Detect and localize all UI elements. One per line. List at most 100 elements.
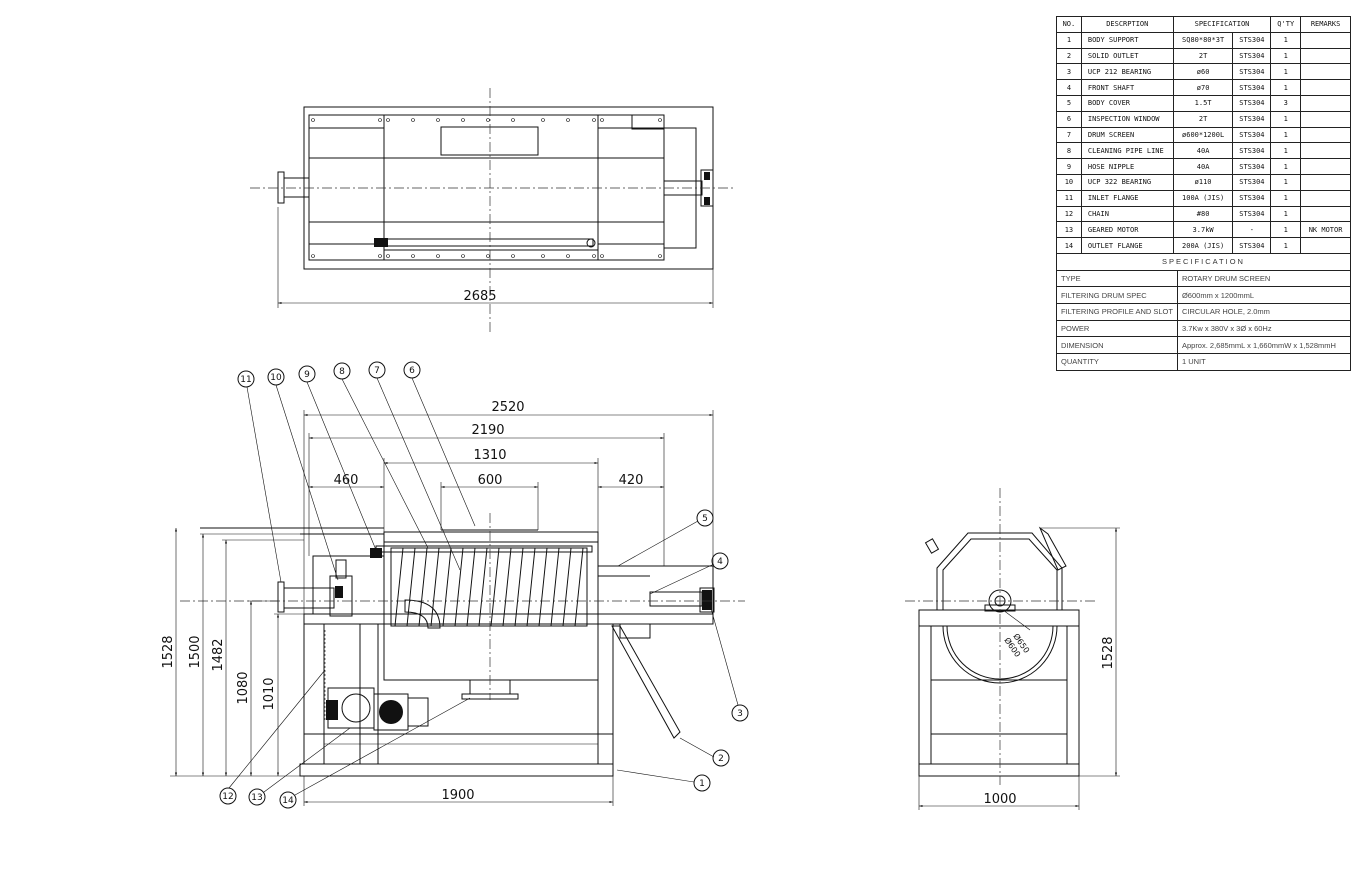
cell-no: 8 (1056, 142, 1082, 160)
parts-table-header: NO. DESCRPTION SPECIFICATION Q'TY REMARK… (1056, 16, 1351, 33)
cell-spec2: STS304 (1232, 79, 1272, 96)
cell-desc: UCP 322 BEARING (1080, 173, 1174, 191)
cell-spec1: 1.5T (1172, 94, 1234, 112)
cell-desc: FRONT SHAFT (1080, 79, 1174, 96)
cell-no: 9 (1056, 158, 1082, 175)
cell-spec2: STS304 (1232, 31, 1272, 49)
header-spec: SPECIFICATION (1172, 16, 1272, 33)
cell-desc: BODY COVER (1080, 94, 1174, 112)
cell-spec1: 200A (JIS) (1172, 237, 1234, 254)
cell-remarks (1300, 110, 1351, 128)
cell-desc: INLET FLANGE (1080, 189, 1174, 207)
cell-spec1: 2T (1172, 47, 1234, 65)
part-balloons: 1 2 3 4 5 6 7 8 9 (219, 361, 749, 809)
balloon-13: 13 (251, 793, 262, 803)
dim-1500: 1500 (188, 635, 203, 668)
drum-helix (394, 547, 584, 627)
cell-no: 1 (1056, 31, 1082, 49)
dim-1010: 1010 (262, 677, 277, 710)
cell-spec2: STS304 (1232, 237, 1272, 254)
cell-remarks (1300, 63, 1351, 81)
cell-qty: 1 (1270, 47, 1302, 65)
header-remarks: REMARKS (1300, 16, 1351, 33)
spec-value: 1 UNIT (1176, 353, 1352, 371)
cell-spec1: ø70 (1172, 79, 1234, 96)
cell-qty: 1 (1270, 205, 1302, 223)
spec-value: CIRCULAR HOLE, 2.0mm (1176, 303, 1352, 321)
cell-qty: 1 (1270, 173, 1302, 191)
dim-2685: 2685 (463, 289, 496, 304)
cell-spec2: STS304 (1232, 94, 1272, 112)
cell-spec2: STS304 (1232, 158, 1272, 175)
cell-no: 11 (1056, 189, 1082, 207)
cell-desc: DRUM SCREEN (1080, 126, 1174, 144)
dim-1528: 1528 (161, 635, 176, 668)
balloon-2: 2 (718, 754, 724, 764)
cell-remarks (1300, 237, 1351, 254)
cell-spec2: STS304 (1232, 142, 1272, 160)
dim-1482: 1482 (211, 638, 226, 671)
header-desc: DESCRPTION (1080, 16, 1174, 33)
end-view: Ø650 Ø600 1528 1000 (905, 488, 1120, 810)
dim-1528-end: 1528 (1101, 636, 1116, 669)
spec-label: QUANTITY (1056, 353, 1178, 371)
cell-spec2: - (1232, 221, 1272, 239)
cell-no: 7 (1056, 126, 1082, 144)
cell-remarks (1300, 31, 1351, 49)
cell-spec1: ø110 (1172, 173, 1234, 191)
cell-remarks: NK MOTOR (1300, 221, 1351, 239)
cell-remarks (1300, 94, 1351, 112)
cell-no: 6 (1056, 110, 1082, 128)
cell-no: 13 (1056, 221, 1082, 239)
dim-420: 420 (619, 473, 644, 488)
cell-remarks (1300, 158, 1351, 175)
cell-desc: GEARED MOTOR (1080, 221, 1174, 239)
cell-qty: 1 (1270, 126, 1302, 144)
cell-remarks (1300, 142, 1351, 160)
cell-spec2: STS304 (1232, 63, 1272, 81)
cell-spec2: STS304 (1232, 189, 1272, 207)
cell-desc: OUTLET FLANGE (1080, 237, 1174, 254)
balloon-11: 11 (240, 375, 251, 385)
cell-remarks (1300, 205, 1351, 223)
cell-remarks (1300, 126, 1351, 144)
cell-no: 14 (1056, 237, 1082, 254)
cell-qty: 3 (1270, 94, 1302, 112)
dim-460: 460 (334, 473, 359, 488)
balloon-12: 12 (222, 792, 233, 802)
side-view: 2520 2190 1310 460 600 420 1528 1500 148… (161, 361, 749, 809)
cell-no: 4 (1056, 79, 1082, 96)
cell-qty: 1 (1270, 63, 1302, 81)
cell-spec1: 100A (JIS) (1172, 189, 1234, 207)
spec-value: Approx. 2,685mmL x 1,660mmW x 1,528mmH (1176, 336, 1352, 355)
cell-qty: 1 (1270, 110, 1302, 128)
balloon-14: 14 (282, 796, 294, 806)
cell-no: 12 (1056, 205, 1082, 223)
cell-spec1: 40A (1172, 158, 1234, 175)
cell-remarks (1300, 79, 1351, 96)
cell-qty: 1 (1270, 158, 1302, 175)
header-no: NO. (1056, 16, 1082, 33)
cell-desc: CHAIN (1080, 205, 1174, 223)
cell-spec2: STS304 (1232, 47, 1272, 65)
cell-no: 3 (1056, 63, 1082, 81)
cell-spec1: 3.7kW (1172, 221, 1234, 239)
cell-qty: 1 (1270, 142, 1302, 160)
cell-no: 2 (1056, 47, 1082, 65)
balloon-1: 1 (699, 779, 705, 789)
